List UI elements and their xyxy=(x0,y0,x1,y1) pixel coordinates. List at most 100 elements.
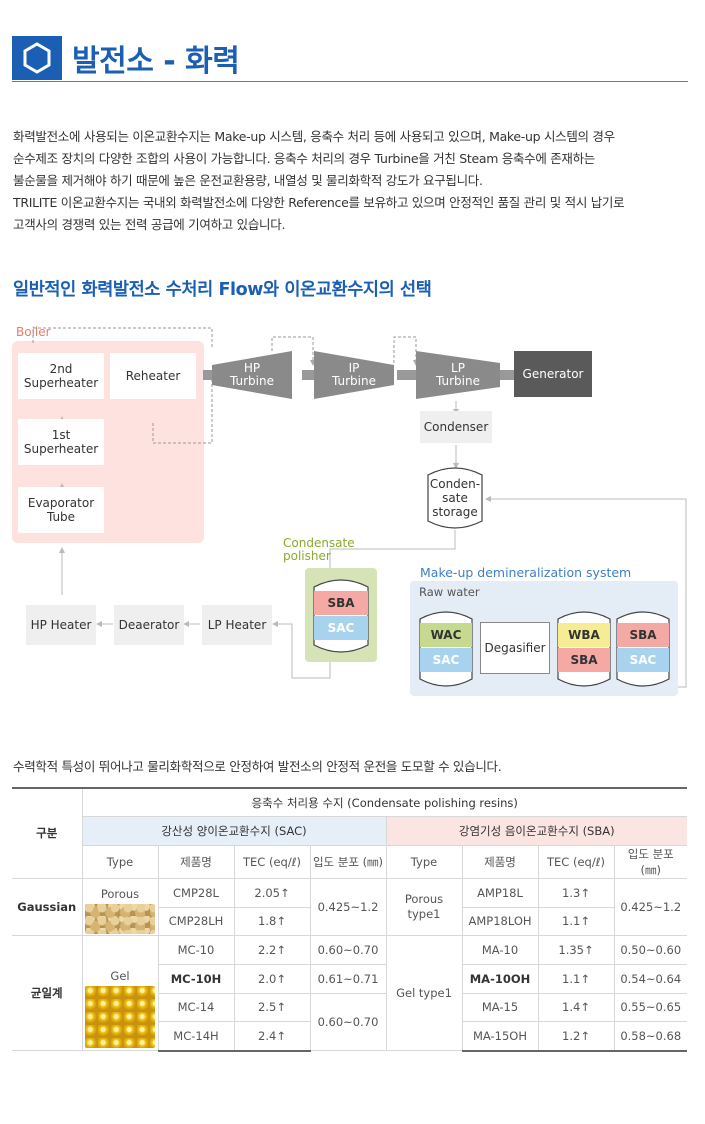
sac-type-cell: Porous xyxy=(81,877,159,937)
sba-tec: 1.1↑ xyxy=(537,906,614,937)
sba-name: AMP18L xyxy=(461,877,539,908)
lp-turbine-label: LP Turbine xyxy=(436,361,480,388)
condensate-storage-label: Conden- sate storage xyxy=(429,477,481,519)
page-header: 발전소 - 화력 xyxy=(12,34,688,82)
sac-tec: 2.05↑ xyxy=(233,877,311,908)
superheater1-box: 1st Superheater xyxy=(18,419,104,465)
evaporator-box: Evaporator Tube xyxy=(18,487,104,533)
condensate-storage-tank: Conden- sate storage xyxy=(427,465,483,531)
wba-label: WBA xyxy=(568,628,600,642)
intro-line: 화력발전소에 사용되는 이온교환수지는 Make-up 시스템, 응축수 처리 … xyxy=(13,129,615,144)
polisher-label: Condensate polisher xyxy=(283,536,355,563)
polisher-sba-label: SBA xyxy=(327,596,355,610)
sac-name: CMP28L xyxy=(157,877,235,908)
gel-resin-image xyxy=(85,986,155,1048)
condenser-box: Condenser xyxy=(420,411,492,443)
row-group-label: Gaussian xyxy=(12,877,83,937)
hp-turbine-label: HP Turbine xyxy=(230,361,274,388)
sba-tec: 1.35↑ xyxy=(537,935,615,965)
sac-name: MC-10 xyxy=(157,935,235,965)
sac-size: 0.60~0.70 xyxy=(309,992,387,1052)
degasifier-box: Degasifier xyxy=(480,622,550,674)
polisher-tank: SBA SAC xyxy=(313,577,369,655)
sba-size: 0.425~1.2 xyxy=(613,877,687,937)
sba-sac-tank: SBA SAC xyxy=(616,609,670,689)
lp-turbine: LP Turbine xyxy=(416,351,500,399)
main-header: 응축수 처리용 수지 (Condensate polishing resins) xyxy=(81,787,687,818)
sac-tec: 2.5↑ xyxy=(233,992,311,1023)
column-header: 제품명 xyxy=(461,844,539,879)
intro-line: 불순물을 제거해야 하기 때문에 높은 운전교환용량, 내열성 및 물리화학적 … xyxy=(13,173,483,188)
lp-heater-box: LP Heater xyxy=(202,605,272,645)
sba-tec: 1.4↑ xyxy=(537,992,615,1023)
column-header: Type xyxy=(82,844,159,879)
sac-size: 0.61~0.71 xyxy=(309,963,387,994)
sba-type: Gel type1 xyxy=(385,935,463,1051)
sac-header: 강산성 양이온교환수지 (SAC) xyxy=(82,816,387,846)
hp-turbine: HP Turbine xyxy=(212,351,292,399)
sba-size: 0.50~0.60 xyxy=(613,935,687,965)
wba-sba-tank: WBA SBA xyxy=(557,609,611,689)
sac-label: SAC xyxy=(432,653,460,667)
sac-name: MC-14H xyxy=(158,1021,235,1052)
makeup-label: Make-up demineralization system xyxy=(420,565,632,580)
page-title: 발전소 - 화력 xyxy=(72,44,240,79)
sba-tec: 1.1↑ xyxy=(537,963,615,994)
column-header: TEC (eq/ℓ) xyxy=(233,844,311,879)
sac-type-cell: Gel xyxy=(81,935,159,1051)
hexagon-icon xyxy=(12,36,62,80)
sac-label: SAC xyxy=(629,653,657,667)
row-group-label: 균일계 xyxy=(12,935,83,1051)
sba-name: MA-15OH xyxy=(461,1021,539,1052)
sba-name: MA-10 xyxy=(461,935,539,965)
sac-type-label: Porous xyxy=(100,886,140,901)
sba-name: MA-15 xyxy=(461,992,539,1023)
table-row: CMP28LH 1.8↑ AMP18LOH 1.1↑ xyxy=(12,906,687,937)
table-row: 균일계 Gel MC-10 2.2↑ 0.60~0.70 Gel type1 M… xyxy=(12,935,687,1051)
sac-name: MC-10H xyxy=(158,963,235,994)
wac-label: WAC xyxy=(430,628,462,642)
column-header: 입도 분포 (㎜) xyxy=(613,844,687,879)
column-header: 입도 분포 (㎜) xyxy=(309,844,387,879)
sba-size: 0.55~0.65 xyxy=(613,992,687,1023)
sba-header: 강염기성 음이온교환수지 (SBA) xyxy=(385,816,687,846)
sac-size: 0.425~1.2 xyxy=(309,877,387,937)
sac-name: CMP28LH xyxy=(158,906,235,937)
sac-size: 0.60~0.70 xyxy=(309,935,387,965)
sba-size: 0.58~0.68 xyxy=(613,1021,687,1052)
sba-size: 0.54~0.64 xyxy=(613,963,687,994)
column-header: TEC (eq/ℓ) xyxy=(537,844,615,879)
generator-box: Generator xyxy=(514,351,592,397)
polisher-sac-label: SAC xyxy=(327,621,355,635)
sba-tec: 1.3↑ xyxy=(537,877,615,908)
sba-label: SBA xyxy=(570,653,598,667)
intro-line: TRILITE 이온교환수지는 국내외 화력발전소에 다양한 Reference… xyxy=(13,195,625,210)
wac-sac-tank: WAC SAC xyxy=(419,609,473,689)
sac-type-label: Gel xyxy=(110,969,130,983)
sac-name: MC-14 xyxy=(158,992,235,1023)
hp-heater-box: HP Heater xyxy=(26,605,96,645)
column-header: Type xyxy=(385,844,463,879)
intro-paragraph: 화력발전소에 사용되는 이온교환수지는 Make-up 시스템, 응축수 처리 … xyxy=(13,126,689,236)
note-text: 수력학적 특성이 뛰어나고 물리화학적으로 안정하여 발전소의 안정적 운전을 … xyxy=(13,759,502,774)
sac-tec: 1.8↑ xyxy=(233,906,311,937)
flow-diagram: Boiler xyxy=(0,315,705,705)
deaerator-box: Deaerator xyxy=(114,605,184,645)
column-header: 제품명 xyxy=(157,844,235,879)
sba-label: SBA xyxy=(629,628,657,642)
resin-spec-table: 구분 응축수 처리용 수지 (Condensate polishing resi… xyxy=(12,786,687,1052)
sba-type: Porous type1 xyxy=(385,877,463,937)
sba-name: AMP18LOH xyxy=(461,906,539,937)
table-row: MC-10H 2.0↑ 0.61~0.71 MA-10OH 1.1↑ 0.54~… xyxy=(12,963,687,994)
table-row: Gaussian Porous CMP28L 2.05↑ 0.425~1.2 P… xyxy=(12,877,687,937)
superheater2-box: 2nd Superheater xyxy=(18,353,104,399)
porous-resin-image xyxy=(85,903,155,934)
group-header: 구분 xyxy=(12,786,83,879)
intro-line: 순수제조 장치의 다양한 조합의 사용이 가능합니다. 응축수 처리의 경우 T… xyxy=(13,151,596,166)
table-row: MC-14H 2.4↑ MA-15OH 1.2↑ 0.58~0.68 xyxy=(12,1021,687,1052)
ip-turbine: IP Turbine xyxy=(314,351,394,399)
sba-tec: 1.2↑ xyxy=(537,1021,615,1052)
raw-water-label: Raw water xyxy=(419,585,480,599)
sac-tec: 2.0↑ xyxy=(233,963,311,994)
ip-turbine-label: IP Turbine xyxy=(332,361,376,388)
